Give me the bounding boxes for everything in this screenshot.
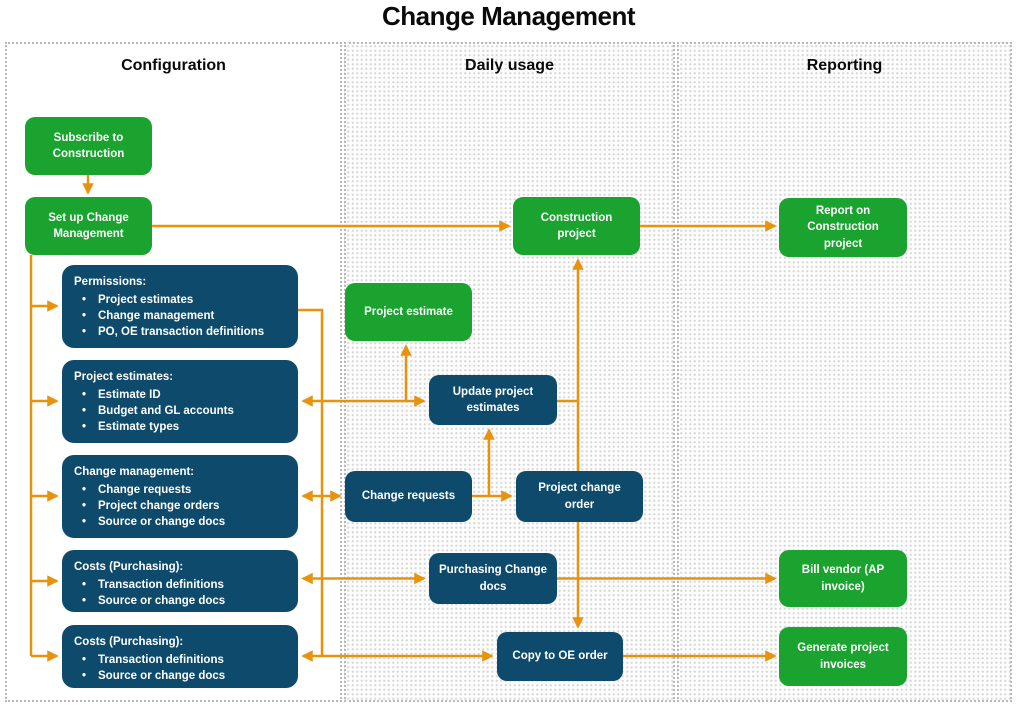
node-label: Project estimate <box>364 305 453 318</box>
bullet-item: PO, OE transaction definitions <box>74 324 288 340</box>
node-bill-vendor-ap-invoice: Bill vendor (AP invoice) <box>779 550 907 607</box>
bullet-item: Source or change docs <box>74 593 288 609</box>
node-label: Construction project <box>540 211 613 240</box>
bullet-dot <box>74 419 98 435</box>
list-heading: Change management: <box>74 466 195 478</box>
node-project-change-order: Project change order <box>516 471 643 522</box>
node-copy-to-oe-order: Copy to OE order <box>497 632 623 681</box>
node-update-project-estimates: Update project estimates <box>429 375 557 425</box>
node-purchasing-change-docs: Purchasing Change docs <box>429 553 557 604</box>
bullet-dot <box>74 668 98 684</box>
bullet-text: Budget and GL accounts <box>98 405 234 418</box>
bullet-item: Project change orders <box>74 498 288 514</box>
bullet-text: Source or change docs <box>98 670 226 683</box>
node-costs-purchasing-list-2: Costs (Purchasing): Transaction definiti… <box>62 625 298 688</box>
node-label: Project change order <box>538 482 621 511</box>
bullet-dot <box>74 498 98 514</box>
bullet-item: Source or change docs <box>74 514 288 530</box>
bullet-dot <box>74 652 98 668</box>
bullet-item: Project estimates <box>74 292 288 308</box>
node-set-up-change-management: Set up Change Management <box>25 197 152 255</box>
node-subscribe-to-construction: Subscribe to Construction <box>25 117 152 175</box>
node-label: Change requests <box>361 490 456 503</box>
bullet-dot <box>74 387 98 403</box>
column-reporting: Reporting <box>677 42 1012 702</box>
bullet-item: Transaction definitions <box>74 652 288 668</box>
bullet-dot <box>74 514 98 530</box>
node-label: Report on Construction project <box>807 205 879 250</box>
node-label: Generate project invoices <box>797 642 889 671</box>
node-costs-purchasing-list-1: Costs (Purchasing): Transaction definiti… <box>62 550 298 612</box>
node-project-estimates-list: Project estimates: Estimate ID Budget an… <box>62 360 298 443</box>
node-label: Purchasing Change docs <box>439 564 547 593</box>
bullet-dot <box>74 324 98 340</box>
bullet-item: Transaction definitions <box>74 577 288 593</box>
bullet-item: Change management <box>74 308 288 324</box>
list-heading: Project estimates: <box>74 371 174 383</box>
node-report-on-construction-project: Report on Construction project <box>779 198 907 257</box>
node-generate-project-invoices: Generate project invoices <box>779 627 907 686</box>
node-label: Bill vendor (AP invoice) <box>801 564 885 593</box>
column-daily-usage: Daily usage <box>344 42 675 702</box>
node-change-management-list: Change management: Change requests Proje… <box>62 455 298 538</box>
column-reporting-header: Reporting <box>806 57 883 74</box>
bullet-text: PO, OE transaction definitions <box>98 326 265 339</box>
page-title: Change Management <box>382 1 636 31</box>
bullet-dot <box>74 593 98 609</box>
node-permissions-list: Permissions: Project estimates Change ma… <box>62 265 298 348</box>
list-heading: Permissions: <box>74 276 147 288</box>
bullet-dot <box>74 292 98 308</box>
bullet-dot <box>74 577 98 593</box>
bullet-text: Project estimates <box>98 294 194 307</box>
node-construction-project: Construction project <box>513 197 640 255</box>
bullet-text: Estimate types <box>98 421 180 434</box>
node-change-requests: Change requests <box>345 471 472 522</box>
node-project-estimate: Project estimate <box>345 283 472 341</box>
node-label: Subscribe to Construction <box>52 131 125 160</box>
node-label: Copy to OE order <box>512 650 608 663</box>
bullet-text: Change requests <box>98 484 192 497</box>
bullet-text: Project change orders <box>98 500 220 513</box>
bullet-text: Transaction definitions <box>98 654 224 667</box>
column-configuration-header: Configuration <box>121 57 226 74</box>
bullet-item: Budget and GL accounts <box>74 403 288 419</box>
bullet-text: Transaction definitions <box>98 579 224 592</box>
bullet-item: Change requests <box>74 482 288 498</box>
bullet-item: Estimate ID <box>74 387 288 403</box>
bullet-dot <box>74 403 98 419</box>
bullet-item: Source or change docs <box>74 668 288 684</box>
bullet-dot <box>74 308 98 324</box>
bullet-text: Change management <box>98 310 215 323</box>
bullet-dot <box>74 482 98 498</box>
bullet-text: Source or change docs <box>98 595 226 608</box>
bullet-text: Estimate ID <box>98 389 161 402</box>
bullet-item: Estimate types <box>74 419 288 435</box>
column-daily-usage-header: Daily usage <box>465 57 554 74</box>
node-label: Update project estimates <box>452 385 534 414</box>
node-label: Set up Change Management <box>48 211 129 240</box>
bullet-text: Source or change docs <box>98 516 226 529</box>
list-heading: Costs (Purchasing): <box>74 636 184 648</box>
list-heading: Costs (Purchasing): <box>74 561 184 573</box>
